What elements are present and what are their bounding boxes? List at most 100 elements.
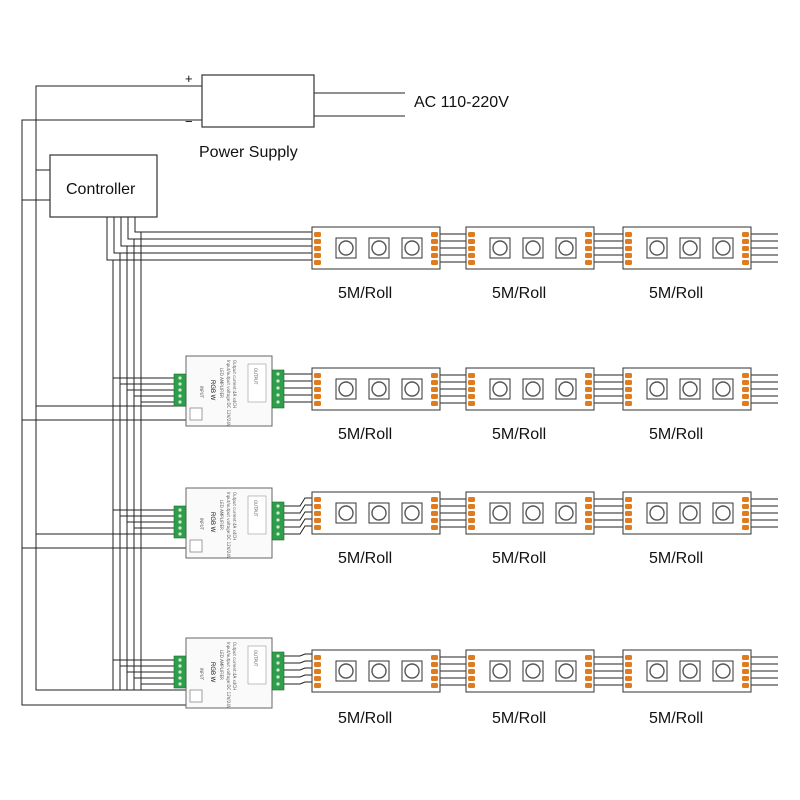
solder-pad xyxy=(625,380,632,385)
terminal-screw xyxy=(178,514,182,518)
solder-pad xyxy=(314,253,321,258)
solder-pad xyxy=(585,662,592,667)
solder-pad xyxy=(625,246,632,251)
solder-pad xyxy=(431,246,438,251)
solder-pad xyxy=(468,518,475,523)
amp-output-wire xyxy=(284,518,316,528)
controller-output-wire xyxy=(113,217,316,254)
solder-pad xyxy=(468,497,475,502)
solder-pad xyxy=(431,669,438,674)
solder-pad xyxy=(468,401,475,406)
led-lens xyxy=(525,240,541,256)
led-lens xyxy=(558,663,574,679)
solder-pad xyxy=(431,387,438,392)
roll-label: 5M/Roll xyxy=(338,710,392,727)
led-strip-segment: 5M/Roll xyxy=(465,367,595,443)
solder-pad xyxy=(585,525,592,530)
solder-pad xyxy=(314,525,321,530)
power-supply-label: Power Supply xyxy=(199,144,298,161)
led-lens xyxy=(338,240,354,256)
terminal-screw xyxy=(276,511,280,515)
solder-pad xyxy=(314,662,321,667)
solder-pad xyxy=(742,525,749,530)
solder-pad xyxy=(314,232,321,237)
led-lens xyxy=(649,505,665,521)
solder-pad xyxy=(431,232,438,237)
solder-pad xyxy=(742,511,749,516)
solder-pad xyxy=(625,373,632,378)
terminal-screw xyxy=(276,654,280,658)
terminal-screw xyxy=(178,670,182,674)
solder-pad xyxy=(314,246,321,251)
solder-pad xyxy=(468,504,475,509)
led-strip-segment: 5M/Roll xyxy=(622,491,752,567)
solder-pad xyxy=(314,655,321,660)
solder-pad xyxy=(468,373,475,378)
solder-pad xyxy=(314,518,321,523)
solder-pad xyxy=(431,683,438,688)
solder-pad xyxy=(625,525,632,530)
solder-pad xyxy=(585,518,592,523)
roll-label: 5M/Roll xyxy=(649,426,703,443)
solder-pad xyxy=(431,662,438,667)
solder-pad xyxy=(314,373,321,378)
solder-pad xyxy=(431,239,438,244)
led-lens xyxy=(525,663,541,679)
controller-output-wire xyxy=(106,217,316,261)
amp-input-label: INPUT xyxy=(199,518,204,531)
solder-pad xyxy=(431,504,438,509)
led-lens xyxy=(682,505,698,521)
led-lens xyxy=(371,240,387,256)
solder-pad xyxy=(431,655,438,660)
solder-pad xyxy=(625,253,632,258)
amp-label-plate xyxy=(247,645,267,685)
solder-pad xyxy=(468,387,475,392)
solder-pad xyxy=(585,387,592,392)
solder-pad xyxy=(742,373,749,378)
solder-pad xyxy=(431,373,438,378)
solder-pad xyxy=(314,239,321,244)
solder-pad xyxy=(742,253,749,258)
solder-pad xyxy=(468,253,475,258)
solder-pad xyxy=(625,518,632,523)
solder-pad xyxy=(314,676,321,681)
roll-label: 5M/Roll xyxy=(649,285,703,302)
solder-pad xyxy=(468,655,475,660)
solder-pad xyxy=(314,504,321,509)
solder-pad xyxy=(625,239,632,244)
led-lens xyxy=(404,381,420,397)
solder-pad xyxy=(625,497,632,502)
led-lens xyxy=(492,663,508,679)
solder-pad xyxy=(742,239,749,244)
ac-input-label: AC 110-220V xyxy=(414,94,509,111)
led-lens xyxy=(338,381,354,397)
terminal-screw xyxy=(276,393,280,397)
amp-output-label: OUTPUT xyxy=(253,368,258,385)
solder-pad xyxy=(468,676,475,681)
solder-pad xyxy=(468,525,475,530)
terminal-screw xyxy=(276,532,280,536)
led-strips: 5M/Roll 5M/Roll 5M/Roll 5M/Roll 5M/Roll 5M/Ro… xyxy=(311,226,752,727)
led-lens xyxy=(682,663,698,679)
terminal-screw xyxy=(276,668,280,672)
amp-spec: Output current:4A x4CH xyxy=(232,492,237,540)
power-minus-label: − xyxy=(185,114,193,129)
roll-label: 5M/Roll xyxy=(338,426,392,443)
roll-label: 5M/Roll xyxy=(649,710,703,727)
led-strip-segment: 5M/Roll xyxy=(311,226,441,302)
led-strip-segment: 5M/Roll xyxy=(311,491,441,567)
solder-pad xyxy=(468,239,475,244)
led-lens xyxy=(715,505,731,521)
solder-pad xyxy=(742,676,749,681)
solder-pad xyxy=(314,683,321,688)
solder-pad xyxy=(431,401,438,406)
solder-pad xyxy=(431,497,438,502)
solder-pad xyxy=(625,683,632,688)
solder-pad xyxy=(742,497,749,502)
led-lens xyxy=(404,505,420,521)
solder-pad xyxy=(314,387,321,392)
led-lens xyxy=(682,381,698,397)
solder-pad xyxy=(314,511,321,516)
